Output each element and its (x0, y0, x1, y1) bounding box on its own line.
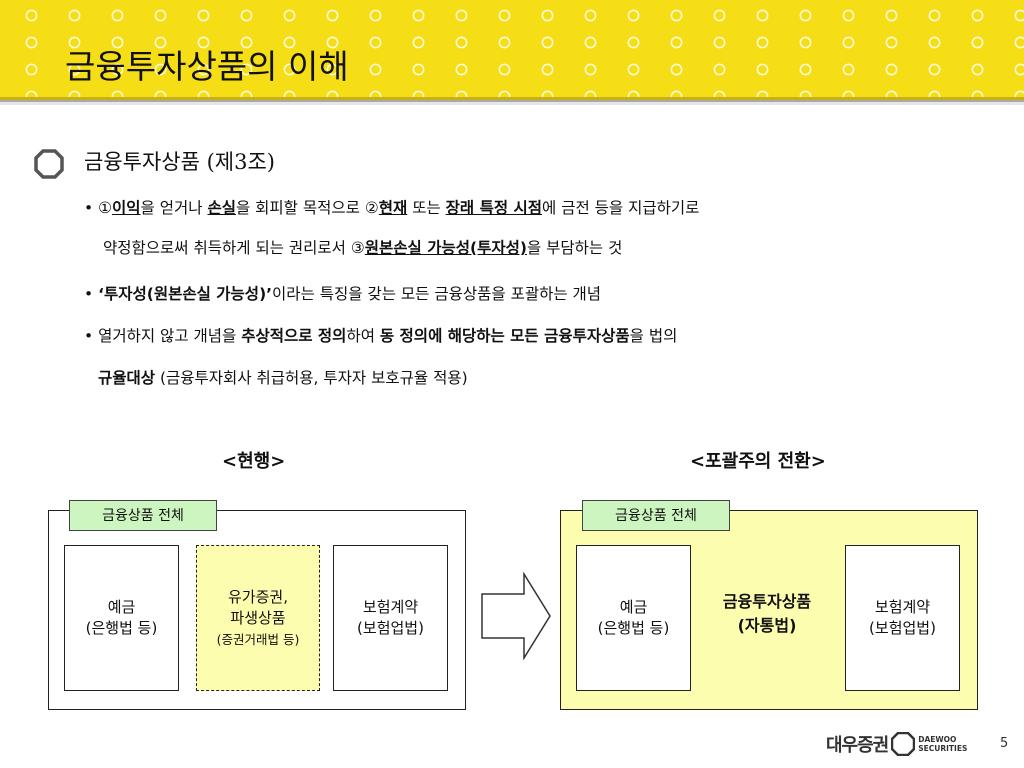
current-deposit-box: 예금 (은행법 등) (64, 545, 179, 691)
bullet-1-line-2: 약정함으로써 취득하게 되는 권리로서 ③원본손실 가능성(투자성)을 부담하는… (103, 239, 623, 257)
bullet-1-line-1: • ①이익을 얻거나 손실을 회피할 목적으로 ②현재 또는 장래 특정 시점에… (84, 199, 700, 217)
reform-deposit-box: 예금 (은행법 등) (576, 545, 691, 691)
octagon-bullet-icon (34, 149, 64, 179)
section-heading: 금융투자상품 (제3조) (84, 150, 275, 174)
reform-insurance-box: 보험계약 (보험업법) (845, 545, 960, 691)
current-frame (48, 510, 466, 710)
current-insurance-box: 보험계약 (보험업법) (333, 545, 448, 691)
header-divider (0, 97, 1024, 105)
bullet-3-line-1: • 열거하지 않고 개념을 추상적으로 정의하여 동 정의에 해당하는 모든 금… (84, 327, 678, 345)
reform-caption: <포괄주의 전환> (690, 451, 826, 472)
current-caption: <현행> (222, 451, 286, 472)
right-arrow-icon (481, 572, 551, 660)
bullet-3-line-2: 규율대상 (금융투자회사 취급허용, 투자자 보호규율 적용) (98, 369, 468, 387)
reform-tag: 금융상품 전체 (582, 500, 730, 531)
page-number: 5 (1000, 736, 1009, 751)
reform-center-label: 금융투자상품 (자통법) (722, 592, 812, 635)
daewoo-logo: 대우증권 DAEWOO SECURITIES (826, 730, 967, 758)
current-tag: 금융상품 전체 (69, 500, 217, 531)
bullet-2: • ‘투자성(원본손실 가능성)’이라는 특징을 갖는 모든 금융상품을 포괄하… (84, 285, 602, 303)
daewoo-logo-icon (891, 732, 916, 756)
slide-title: 금융투자상품의 이해 (65, 47, 349, 86)
header-band (0, 0, 1024, 97)
current-securities-box: 유가증권, 파생상품 (증권거래법 등) (196, 545, 320, 691)
